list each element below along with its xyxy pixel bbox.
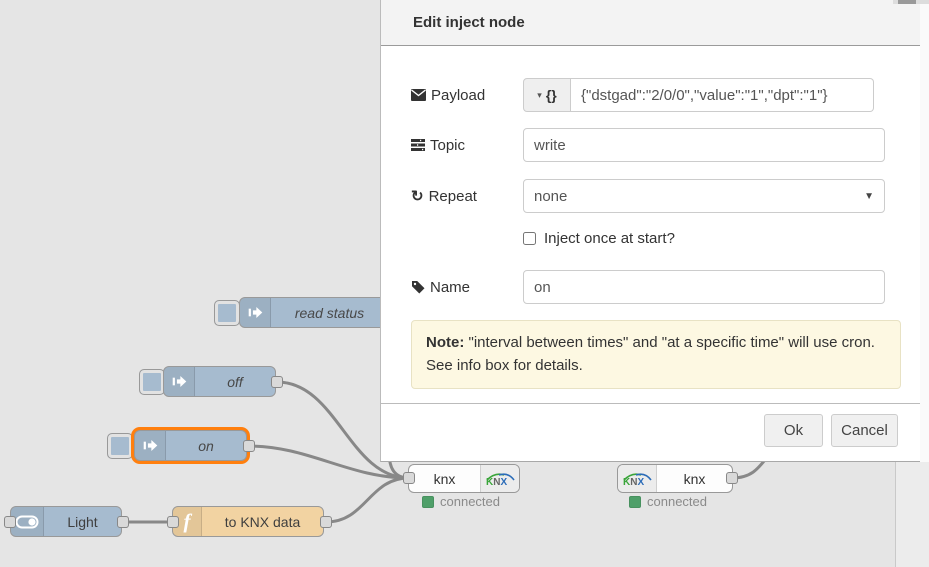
node-label: to KNX data [224,513,301,530]
inject-once-label: Inject once at start? [544,230,675,247]
name-label: Name [411,279,523,296]
edit-inject-dialog: Edit inject node Payload ▾ {} Topic [380,0,920,462]
ok-button[interactable]: Ok [764,414,823,447]
node-on[interactable]: on [134,430,247,461]
svg-text:KNX: KNX [486,477,507,488]
repeat-row: ↻ Repeat none ▼ [411,179,885,213]
node-to-knx-data[interactable]: f to KNX data [172,506,324,537]
dialog-title: Edit inject node [413,14,525,31]
node-label: knx [683,470,706,487]
repeat-icon: ↻ [411,188,424,205]
node-read-status[interactable]: read status [239,297,389,328]
inject-arrow-icon [164,367,195,396]
caret-down-icon: ▾ [537,89,542,100]
node-label: on [198,437,214,454]
payload-label: Payload [411,87,523,104]
knx-logo-icon: KNX [480,465,519,492]
knx-out-status: connected [422,494,500,509]
payload-input[interactable] [571,78,874,112]
topic-input[interactable] [523,128,885,162]
note-box: Note: "interval between times" and "at a… [411,320,901,389]
name-input[interactable] [523,270,885,304]
knx-in-status: connected [629,494,707,509]
sidebar-edge [895,462,929,567]
payload-type-button[interactable]: ▾ {} [523,78,571,112]
port-function-out[interactable] [320,516,332,528]
tag-icon [412,281,425,294]
knx-logo-icon: KNX [618,465,657,492]
payload-row: Payload ▾ {} [411,78,874,112]
cancel-button[interactable]: Cancel [831,414,898,447]
right-gutter [920,0,929,462]
port-knx-out-in[interactable] [403,472,415,484]
svg-text:KNX: KNX [623,477,644,488]
node-off[interactable]: off [163,366,276,397]
wire-function-to-knx[interactable] [324,476,411,524]
node-label: Light [67,513,98,530]
inject-arrow-icon [135,431,166,460]
scrollbar-thumb[interactable] [898,0,916,4]
repeat-select[interactable]: none ▼ [523,179,885,213]
toggle-switch-icon [11,507,44,536]
dialog-footer: Ok Cancel [381,403,920,462]
topic-row: Topic [411,128,885,162]
inject-button[interactable] [214,300,240,326]
port-light-out[interactable] [117,516,129,528]
node-knx-out[interactable]: knx KNX [408,464,520,493]
horizontal-scrollbar[interactable] [893,0,929,4]
status-text: connected [647,494,707,509]
status-dot-green [422,495,434,508]
dialog-header: Edit inject node [381,0,920,46]
caret-down-icon: ▼ [864,190,874,202]
inject-once-checkbox[interactable] [523,232,536,245]
status-dot-green [629,495,641,508]
inject-once-row: Inject once at start? [523,230,675,247]
port-off-out[interactable] [271,376,283,388]
node-light[interactable]: Light [10,506,122,537]
status-text: connected [440,494,500,509]
json-type-icon: {} [545,87,557,103]
inject-arrow-icon [240,298,271,327]
name-row: Name [411,270,885,304]
node-label: read status [294,304,365,321]
tasks-icon [411,139,425,151]
wire-on-to-knx[interactable] [247,444,411,480]
port-function-in[interactable] [167,516,179,528]
node-label: knx [433,470,456,487]
note-text: "interval between times" and "at a speci… [426,334,875,375]
port-light-in[interactable] [4,516,16,528]
topic-label: Topic [411,137,523,154]
inject-button[interactable] [139,369,165,395]
wire-off-to-knx[interactable] [275,380,411,480]
repeat-label: ↻ Repeat [411,187,477,206]
port-knx-in-out[interactable] [726,472,738,484]
inject-button[interactable] [107,433,133,459]
note-bold: Note: [426,334,465,351]
envelope-icon [411,89,426,101]
port-on-out[interactable] [243,440,255,452]
node-knx-in[interactable]: KNX knx [617,464,733,493]
node-label: off [227,373,243,390]
